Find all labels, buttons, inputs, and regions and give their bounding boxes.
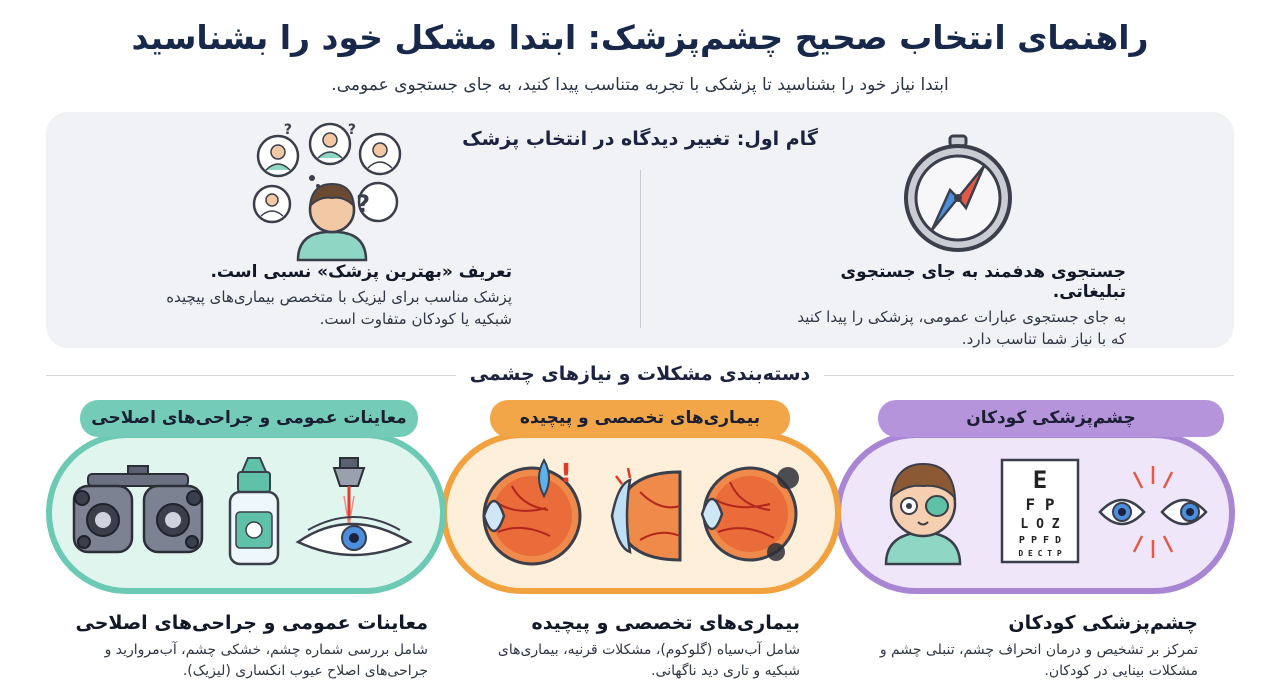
phoropter-icon	[72, 465, 204, 554]
step-one-right-body: به جای جستجوی عبارات عمومی، پزشکی را پید…	[797, 308, 1126, 348]
eye-chart-row: E	[1033, 466, 1047, 494]
category-body-general: شامل بررسی شماره چشم، خشکی چشم، آب‌مروار…	[104, 642, 428, 679]
category-body-pediatric: تمرکز بر تشخیص و درمان انحراف چشم، تنبلی…	[879, 642, 1198, 679]
question-mark: ?	[284, 122, 292, 138]
category-text-general: معاینات عمومی و جراحی‌های اصلاحی شامل بر…	[58, 612, 428, 682]
page-title: راهنمای انتخاب صحیح چشم‌پزشک: ابتدا مشکل…	[131, 18, 1149, 57]
thinking-patient-icon: ? ? ?	[252, 122, 402, 262]
step-one-left-text: تعریف «بهترین پزشک» نسبی است. پزشک مناسب…	[160, 262, 512, 330]
strabismus-eyes-icon	[1098, 466, 1208, 558]
child-eyepatch-icon	[884, 462, 962, 566]
glaucoma-eye-icon: !	[482, 457, 582, 566]
laser-eye-icon	[295, 457, 413, 557]
retina-eye-icon	[700, 466, 799, 562]
panel-divider	[640, 170, 641, 328]
category-heading-general: معاینات عمومی و جراحی‌های اصلاحی	[75, 612, 428, 634]
section-divider-line	[46, 375, 456, 376]
exclamation-icon: !	[560, 459, 572, 489]
eye-chart-row: F P	[1026, 495, 1055, 514]
step-one-right-heading: جستجوی هدفمند به جای جستجوی تبلیغاتی.	[840, 262, 1126, 302]
eye-chart-row: D E C T P	[1018, 549, 1062, 558]
eye-chart-row: P P F D	[1019, 535, 1061, 546]
step-one-right-text: جستجوی هدفمند به جای جستجوی تبلیغاتی. به…	[790, 262, 1126, 350]
category-heading-pediatric: چشم‌پزشکی کودکان	[1008, 612, 1198, 634]
compass-icon	[904, 134, 1012, 252]
category-pill-general: معاینات عمومی و جراحی‌های اصلاحی	[80, 400, 418, 437]
category-body-complex: شامل آب‌سیاه (گلوکوم)، مشکلات قرنیه، بیم…	[497, 642, 800, 679]
cornea-eye-icon	[610, 467, 682, 562]
categories-title: دسته‌بندی مشکلات و نیازهای چشمی	[469, 363, 811, 385]
category-pill-pediatric: چشم‌پزشکی کودکان	[878, 400, 1224, 437]
step-one-title: گام اول: تغییر دیدگاه در انتخاب پزشک	[462, 128, 818, 150]
category-text-complex: بیماری‌های تخصصی و پیچیده شامل آب‌سیاه (…	[470, 612, 800, 682]
section-divider-line	[824, 375, 1234, 376]
page-subtitle: ابتدا نیاز خود را بشناسید تا پزشکی با تج…	[331, 75, 949, 95]
category-pill-complex: بیماری‌های تخصصی و پیچیده	[490, 400, 790, 437]
question-mark: ?	[356, 190, 370, 218]
question-mark: ?	[348, 122, 356, 138]
category-text-pediatric: چشم‌پزشکی کودکان تمرکز بر تشخیص و درمان …	[858, 612, 1198, 682]
eye-drops-icon	[228, 457, 280, 566]
step-one-left-heading: تعریف «بهترین پزشک» نسبی است.	[210, 262, 512, 282]
eye-chart-icon: E F P L O Z P P F D D E C T P	[1000, 458, 1080, 564]
step-one-left-body: پزشک مناسب برای لیزیک با متخصص بیماری‌ها…	[166, 288, 512, 328]
eye-chart-row: L O Z	[1020, 517, 1059, 532]
category-heading-complex: بیماری‌های تخصصی و پیچیده	[531, 612, 800, 634]
